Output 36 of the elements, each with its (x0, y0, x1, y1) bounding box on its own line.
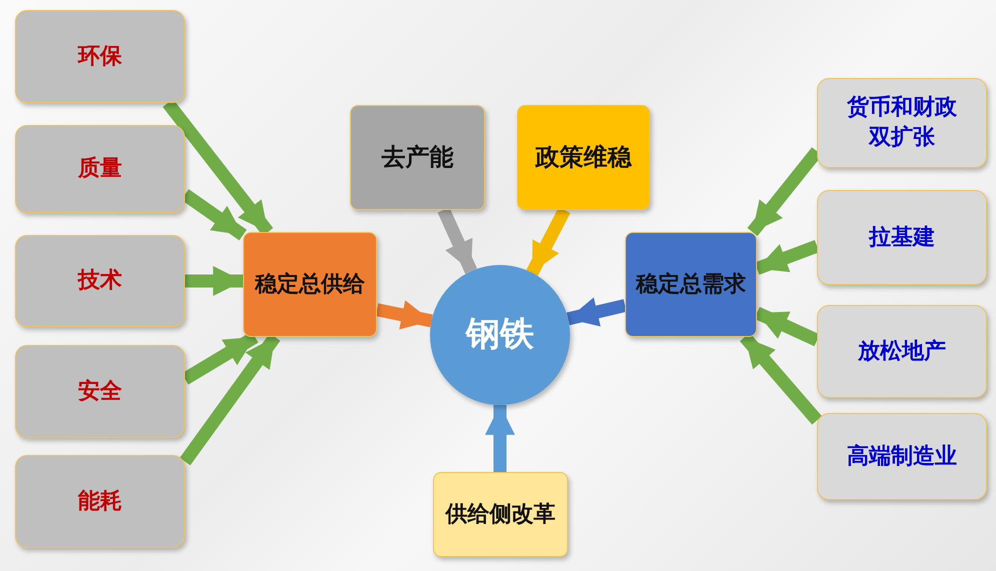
concept-box (433, 472, 568, 557)
block-arrow (376, 300, 433, 330)
node-label: 去产能 (382, 142, 454, 174)
node-label: 货币和财政双扩张 (846, 94, 958, 152)
concept-box (817, 413, 987, 500)
concept-box (15, 345, 185, 438)
concept-box (817, 305, 987, 398)
concept-box (15, 235, 185, 327)
concept-box (517, 105, 650, 210)
concept-box (15, 10, 185, 103)
node-label: 安全 (78, 378, 122, 406)
block-arrow (526, 207, 570, 276)
node-label: 政策维稳 (536, 142, 632, 174)
concept-box (15, 455, 185, 548)
block-arrow (566, 297, 626, 327)
concept-box (817, 78, 987, 168)
concept-box (243, 232, 377, 337)
node-label: 拉基建 (869, 224, 935, 252)
node-label: 稳定总供给 (255, 270, 365, 299)
concept-box (817, 190, 987, 285)
concept-box (625, 232, 757, 337)
node-label: 放松地产 (858, 338, 946, 366)
node-label: 环保 (78, 42, 122, 71)
node-label: 钢铁 (466, 313, 534, 356)
concept-box (15, 125, 185, 213)
node-label: 能耗 (78, 488, 122, 516)
node-label: 质量 (78, 155, 122, 184)
block-arrow (438, 207, 478, 274)
block-arrow (485, 405, 515, 472)
block-arrow (754, 240, 820, 275)
node-label: 高端制造业 (847, 442, 957, 471)
concept-box (350, 105, 485, 210)
node-label: 稳定总需求 (636, 270, 746, 299)
node-label: 供给侧改革 (446, 500, 556, 529)
node-label: 技术 (78, 267, 122, 296)
block-arrow (185, 266, 243, 296)
